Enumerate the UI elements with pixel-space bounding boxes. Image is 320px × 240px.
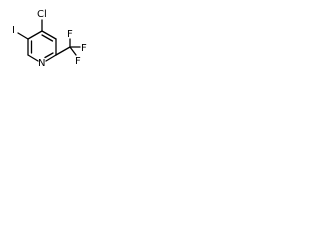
atom-label-fluorine-bottom: F — [75, 56, 81, 67]
bond-c3-c4 — [41, 30, 57, 40]
bond-c3-c4-inner — [41, 34, 54, 42]
bond-cf3-f-bottom — [69, 46, 77, 56]
atom-label-nitrogen: N — [38, 58, 45, 69]
bond-c5-i — [17, 32, 29, 40]
bond-n1-c2-inner — [44, 52, 54, 59]
bond-n1-c2 — [45, 54, 57, 62]
bond-c4-c5 — [27, 30, 43, 40]
bond-c6-n1 — [27, 54, 39, 62]
atom-label-iodine: I — [12, 25, 15, 36]
atom-label-chlorine: Cl — [37, 9, 47, 20]
chemical-structure-diagram: Cl I N F F F — [12, 9, 87, 69]
atom-label-fluorine-top: F — [67, 29, 73, 40]
bond-c2-cf3 — [55, 46, 71, 56]
atom-label-fluorine-right: F — [81, 43, 87, 54]
